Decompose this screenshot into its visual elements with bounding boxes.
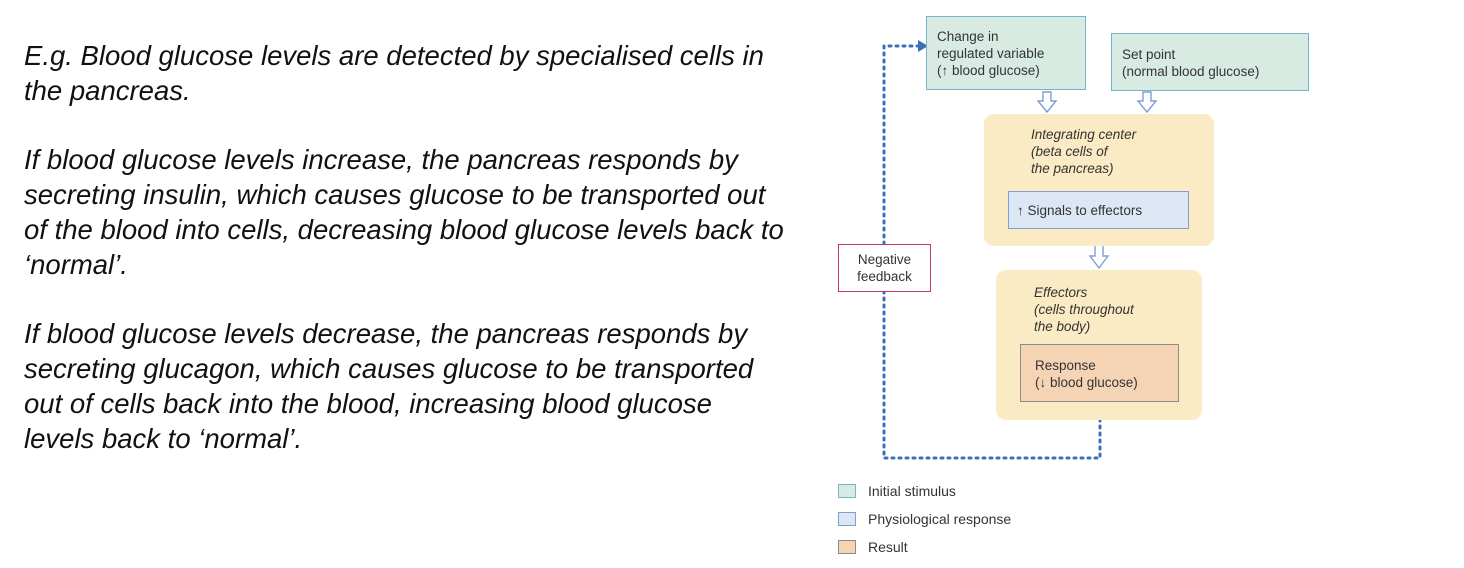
signals-to-effectors-box: ↑ Signals to effectors xyxy=(1008,191,1189,229)
legend-label-result: Result xyxy=(868,539,908,555)
paragraph-increase: If blood glucose levels increase, the pa… xyxy=(24,144,784,280)
negative-feedback-box: Negative feedback xyxy=(838,244,931,292)
legend-label-physiological-response: Physiological response xyxy=(868,511,1012,527)
set-point-line-1: Set point xyxy=(1122,47,1176,62)
feedback-loop-line xyxy=(882,44,1102,460)
arrow-setpoint-to-center xyxy=(1136,91,1158,114)
legend-swatch-result xyxy=(838,540,856,554)
legend-item-physiological-response: Physiological response xyxy=(838,511,1011,527)
legend-item-result: Result xyxy=(838,539,908,555)
arrow-stimulus-to-center xyxy=(1036,91,1058,114)
negative-feedback-line-1: Negative xyxy=(857,252,912,267)
set-point-line-2: (normal blood glucose) xyxy=(1122,64,1260,79)
explanation-text: E.g. Blood glucose levels are detected b… xyxy=(24,38,784,456)
stimulus-line-1: Change in xyxy=(937,29,999,44)
integrating-center-line-1: Integrating center xyxy=(1031,127,1137,142)
effectors-line-2: (cells throughout xyxy=(1034,302,1134,317)
feedback-arrowhead xyxy=(918,40,928,52)
response-line-2: (↓ blood glucose) xyxy=(1035,375,1138,390)
stimulus-line-3: (↑ blood glucose) xyxy=(937,63,1040,78)
effectors-line-1: Effectors xyxy=(1034,285,1088,300)
effectors-line-3: the body) xyxy=(1034,319,1091,334)
paragraph-decrease: If blood glucose levels decrease, the pa… xyxy=(24,318,754,454)
legend-swatch-physiological-response xyxy=(838,512,856,526)
legend-item-initial-stimulus: Initial stimulus xyxy=(838,483,956,499)
legend-swatch-initial-stimulus xyxy=(838,484,856,498)
legend-label-initial-stimulus: Initial stimulus xyxy=(868,483,956,499)
response-box: Response (↓ blood glucose) xyxy=(1020,344,1179,402)
stimulus-box: Change in regulated variable (↑ blood gl… xyxy=(926,16,1086,90)
set-point-box: Set point (normal blood glucose) xyxy=(1111,33,1309,91)
stimulus-line-2: regulated variable xyxy=(937,46,1045,61)
integrating-center-line-3: the pancreas) xyxy=(1031,161,1114,176)
signals-label: ↑ Signals to effectors xyxy=(1017,203,1143,218)
response-line-1: Response xyxy=(1035,358,1096,373)
negative-feedback-line-2: feedback xyxy=(857,269,912,284)
paragraph-detection: E.g. Blood glucose levels are detected b… xyxy=(24,40,764,106)
integrating-center-line-2: (beta cells of xyxy=(1031,144,1108,159)
